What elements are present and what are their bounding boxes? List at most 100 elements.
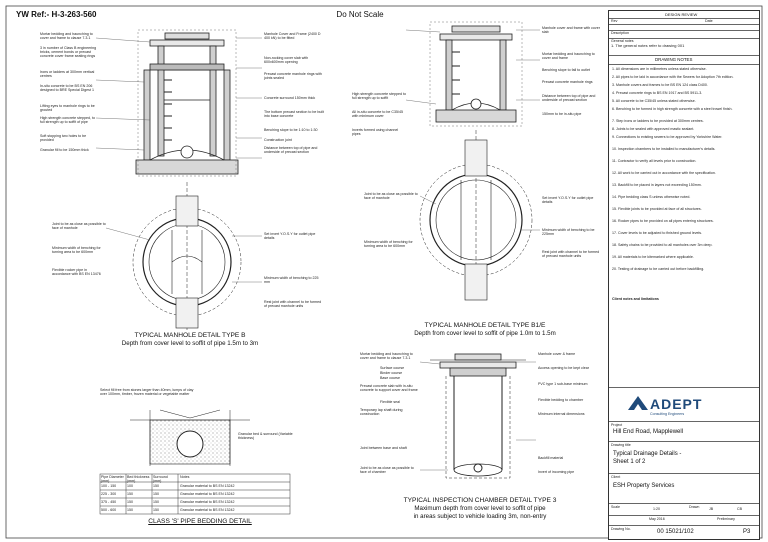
drawing-note-8: 8. Joints to be sealed with approved mas… <box>612 127 695 131</box>
drawing-note-12: 12. All work to be carried out in accord… <box>612 171 716 175</box>
drawing-note-5: 5. All concrete to be C35/45 unless stat… <box>612 99 696 103</box>
note-ic-right-1: Manhole cover & frame <box>538 352 576 356</box>
note-b-plan-left-3: Flexible rocker pipe in accordance with … <box>52 268 101 277</box>
client-notes-title: Client notes and limitations <box>612 297 659 301</box>
manhole-b-plan <box>132 182 242 330</box>
status-value: Preliminary <box>717 517 735 521</box>
manhole-b-section <box>135 29 239 177</box>
bedding-th-3: Surround (mm) <box>153 475 168 484</box>
note-b-right-3: Precast concrete manhole rings with join… <box>264 72 322 81</box>
note-ic-left-8: Joint between base and shaft <box>360 446 407 450</box>
note-b-right-1: Manhole Cover and Frame (2400 D 400 kN) … <box>264 32 321 41</box>
client-name: ESH Property Services <box>613 483 675 489</box>
drawing-title-line1: Typical Drainage Details - <box>613 451 682 457</box>
bedding-r3-c1: 375 - 450 <box>101 500 117 504</box>
note-b-right-6: Benching slope to be 1:10 to 1:30 <box>264 128 318 132</box>
bedding-r2-c4: Granular material to BS EN 13242 <box>180 492 235 496</box>
note-bedding-2: Granular bed & surround (Variable thickn… <box>238 432 293 441</box>
scale-value: 1:20 <box>653 507 660 511</box>
rev-col-label: Rev <box>611 19 618 23</box>
yw-reference: YW Ref:- H-3-263-560 <box>16 10 97 19</box>
note-b1e-right-4: Precast concrete manhole rings <box>542 80 593 84</box>
bedding-r1-c4: Granular material to BS EN 13242 <box>180 484 235 488</box>
drawing-note-19: 19. All materials to be kitemarked where… <box>612 255 694 259</box>
bedding-detail <box>130 409 250 466</box>
note-ic-right-3: PVC type 1 sub-base minimum <box>538 382 588 386</box>
note-b-left-2: 3 in number of Class B engineering brick… <box>40 46 97 59</box>
title-inspection-sub2: in areas subject to vehicle loading 3m, … <box>413 513 547 520</box>
note-ic-left-6: Flexible seal <box>380 400 400 404</box>
note-b-left-4: In-situ concrete to be BS EN 206 designe… <box>40 84 94 93</box>
bedding-r2-c1: 225 - 300 <box>101 492 117 496</box>
bedding-r2-c2: 150 <box>127 492 133 496</box>
bedding-th-1: Pipe Diameter (mm) <box>101 475 124 484</box>
drawing-number: 00 15021/102 <box>657 529 694 535</box>
drawn-value: JB <box>709 507 714 511</box>
note-b-left-1: Mortar bedding and haunching to cover an… <box>40 32 93 41</box>
drawing-note-16: 16. Rocker pipes to be provided on all p… <box>612 219 714 223</box>
bedding-r1-c2: 100 <box>127 484 133 488</box>
scale-note: Do Not Scale <box>336 10 384 19</box>
drawing-notes-title: DRAWING NOTES <box>655 57 693 62</box>
general-note-1: 1. The general notes refer to drawing 00… <box>611 43 685 48</box>
title-inspection-sub1: Maximum depth from cover level to soffit… <box>414 505 546 512</box>
note-ic-left-4: Base course <box>380 376 400 380</box>
title-inspection-main: TYPICAL INSPECTION CHAMBER DETAIL TYPE 3 <box>403 497 557 504</box>
adept-logo-icon <box>628 396 648 410</box>
adept-logo-subtext: Consulting Engineers <box>650 412 685 416</box>
note-b-plan-left-2: Minimum width of benching for turning ar… <box>52 246 101 255</box>
project-label: Project <box>611 423 623 427</box>
note-b1e-plan-left-2: Minimum width of benching for turning ar… <box>364 240 413 249</box>
note-b-left-5: Lifting eyes to manhole rings to be grou… <box>40 104 95 113</box>
note-ic-left-2: Surface course <box>380 366 405 370</box>
general-notes-title: General notes <box>611 39 634 43</box>
note-b-right-7: Construction joint <box>264 138 292 142</box>
note-b1e-plan-right-2: Minimum width of benching to be 225mm <box>542 228 595 237</box>
design-review-label: DESIGN REVIEW <box>665 12 698 17</box>
title-block: DESIGN REVIEW Rev Date Description Gener… <box>608 10 760 540</box>
note-b-right-8: Distance between top of pipe and undersi… <box>264 146 318 155</box>
bedding-r1-c1: 100 - 150 <box>101 484 117 488</box>
note-b-plan-right-2: Minimum width of benching to 225 mm <box>264 276 319 285</box>
drawn-label: Drawn <box>689 505 700 509</box>
note-bedding-1: Select fill free from stones larger than… <box>100 388 194 397</box>
note-b1e-right-1: Manhole cover and frame with cover slab <box>542 26 600 35</box>
note-ic-right-6: Backfill material <box>538 456 564 460</box>
note-b-plan-right-1: Set invert Y.O.S.Y for outlet pipe detai… <box>264 232 316 241</box>
drawing-number-label: Drawing No. <box>611 527 631 531</box>
note-b1e-left-1: High strength concrete stepped to full s… <box>352 92 406 101</box>
title-detail-b-main: TYPICAL MANHOLE DETAIL TYPE B <box>134 332 246 339</box>
note-b-left-6: High strength concrete stepped, to full … <box>40 116 95 125</box>
bedding-r4-c4: Granular material to BS EN 13242 <box>180 508 235 512</box>
drawing-note-4: 4. Precast concrete rings to BS EN 1917 … <box>612 91 703 95</box>
note-b1e-right-2: Mortar bedding and haunching to cover an… <box>542 52 595 61</box>
note-b-left-7: Soft stopping two holes to be provided <box>40 134 87 143</box>
drawing-title-line2: Sheet 1 of 2 <box>613 459 646 465</box>
bedding-table <box>99 473 291 515</box>
drawing-note-17: 17. Cover levels to be adjusted to finis… <box>612 231 703 235</box>
note-b1e-left-3: Inverts formed using channel pipes <box>352 128 399 137</box>
drawing-note-1: 1. All dimensions are in millimetres unl… <box>612 67 707 71</box>
project-name: Hill End Road, Mapplewell <box>613 429 684 435</box>
note-b-left-8: Granular fill to be 150mm thick <box>40 148 89 152</box>
date-value: May 2016 <box>649 517 665 521</box>
note-ic-right-2: Access opening to be kept clear <box>538 366 589 370</box>
bedding-r4-c2: 150 <box>127 508 133 512</box>
note-b-right-2: Non-rocking cover slab with 600x600mm op… <box>264 56 309 65</box>
note-b1e-right-5: Distance between top of pipe and undersi… <box>542 94 596 103</box>
bedding-r3-c2: 150 <box>127 500 133 504</box>
client-label: Client <box>611 475 621 479</box>
manhole-b1e-plan <box>419 130 533 301</box>
note-ic-right-4: Flexible bedding to chamber <box>538 398 584 402</box>
drawing-note-11: 11. Contractor to verify all levels prio… <box>612 159 697 163</box>
note-b1e-right-6: 150mm to be in-situ pipe <box>542 112 582 116</box>
title-bedding-main: CLASS 'S' PIPE BEDDING DETAIL <box>148 518 252 525</box>
desc-col-label: Description <box>611 31 629 35</box>
drawing-title-label: Drawing title <box>611 443 631 447</box>
bedding-r1-c3: 150 <box>153 484 159 488</box>
note-ic-left-3: Binder course <box>380 371 403 375</box>
bedding-th-4: Notes <box>180 475 190 479</box>
drawing-note-2: 2. All pipes to be laid in accordance wi… <box>612 75 734 79</box>
